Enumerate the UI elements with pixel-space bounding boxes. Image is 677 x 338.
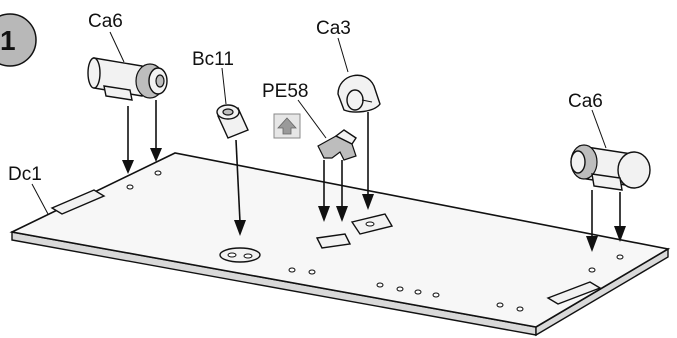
arrow-pe58-a-head	[318, 206, 330, 222]
pad-hole	[376, 282, 384, 288]
label-dc1: Dc1	[8, 164, 42, 185]
leader-bc11	[221, 67, 227, 105]
ca6-left-clip	[103, 85, 133, 101]
ca6-left-barrel-hole	[155, 74, 165, 88]
arrow-bc11-head	[234, 220, 246, 236]
leader-lines	[31, 31, 607, 215]
ca3-detail	[361, 99, 373, 103]
step-number: 1	[0, 25, 16, 56]
leader-ca3	[337, 37, 349, 73]
bc11-footprint	[219, 247, 261, 263]
label-ca6-right: Ca6	[568, 91, 603, 112]
up-arrow-box-icon	[273, 113, 301, 139]
pad-hole	[154, 170, 162, 176]
pad-hole	[288, 267, 296, 273]
pad-hole	[414, 289, 422, 295]
arrow-bc11	[235, 139, 241, 223]
bc11-part	[216, 104, 249, 139]
arrow-ca6-left-a-head	[122, 160, 134, 174]
ca6-left-part	[87, 57, 168, 101]
ca6-right-part	[570, 144, 651, 191]
pad-hole	[308, 269, 316, 275]
step-badge: 1	[0, 13, 37, 67]
leader-ca6-left	[109, 31, 125, 63]
pad-hole	[432, 292, 440, 298]
pad-hole	[588, 267, 596, 273]
leader-dc1	[31, 183, 49, 215]
ca6-left-back	[87, 57, 101, 89]
bc11-footprint-hole	[243, 253, 253, 259]
bc11-footprint-hole	[227, 252, 237, 258]
ca6-right-clip	[591, 173, 623, 191]
step-badge-circle	[0, 13, 37, 67]
ca3-part	[337, 74, 381, 113]
ca3-face	[346, 89, 364, 111]
pad-hole	[396, 286, 404, 292]
leader-ca6-right	[591, 109, 607, 149]
bc11-top-hole	[222, 108, 234, 116]
label-ca3: Ca3	[316, 18, 351, 39]
pad-hole	[616, 254, 624, 260]
pad-hole	[126, 184, 134, 190]
left-edge-connector	[50, 189, 106, 215]
arrow-ca6-right-a-head	[586, 236, 598, 252]
insertion-arrows	[122, 100, 626, 252]
pad-hole	[516, 306, 524, 312]
icon-arrow	[277, 117, 297, 135]
arrow-ca6-right-b-head	[614, 226, 626, 242]
arrow-ca6-left-b-head	[150, 148, 162, 162]
pe58-footprint	[315, 233, 352, 249]
ca6-right-barrel-front	[570, 150, 586, 174]
label-ca6-left: Ca6	[88, 11, 123, 32]
pe58-top	[334, 129, 357, 145]
pad-hole	[496, 302, 504, 308]
ca6-right-back	[617, 151, 651, 189]
label-bc11: Bc11	[192, 49, 234, 70]
ca3-footprint-hole	[365, 221, 375, 227]
circuit-board	[9, 152, 671, 337]
part-labels: Ca6 Bc11 Ca3 PE58 Ca6 Dc1	[8, 11, 603, 185]
label-pe58: PE58	[262, 81, 308, 102]
leader-pe58	[297, 99, 327, 139]
arrow-pe58-b-head	[336, 206, 348, 222]
arrow-ca3-head	[362, 194, 374, 210]
right-edge-connector	[546, 281, 602, 305]
pe58-part	[317, 129, 357, 161]
